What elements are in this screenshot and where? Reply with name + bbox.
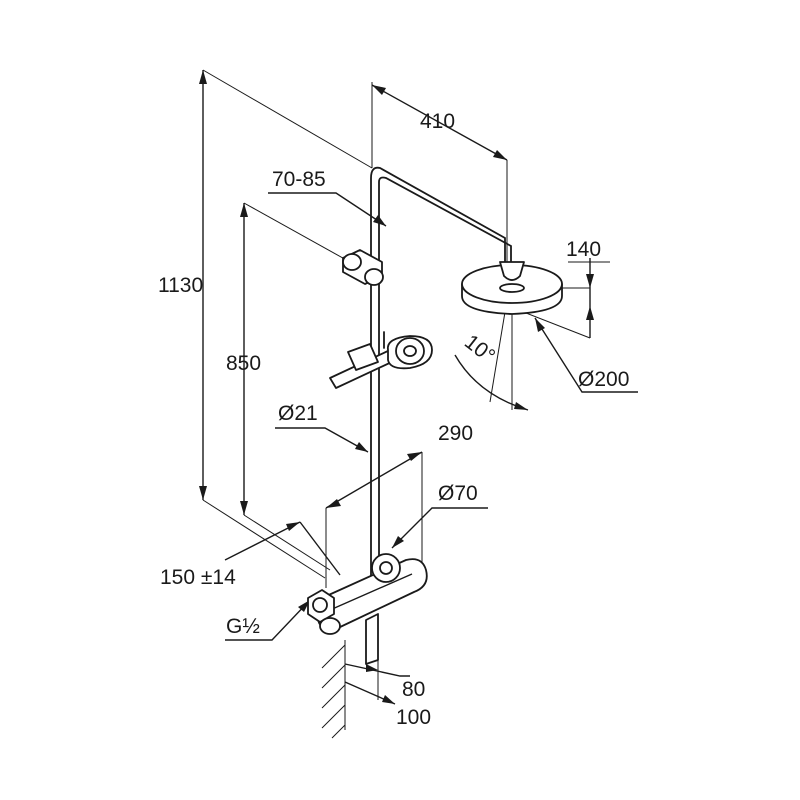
dimension-labels: 410 70-85 1130 140 850 10° Ø200 Ø21 290 … (158, 110, 629, 729)
thermostatic-mixer (307, 553, 428, 665)
extension-lines (202, 69, 591, 700)
label-head-height: 140 (566, 238, 601, 261)
label-head-diameter: Ø200 (578, 368, 629, 391)
hand-shower (329, 331, 433, 389)
wall-hatching (321, 640, 346, 739)
label-head-projection: 410 (420, 110, 455, 133)
label-slider-offset: 70-85 (272, 168, 326, 191)
label-head-tilt: 10° (460, 330, 499, 368)
label-outlet-offset-80: 80 (402, 678, 425, 701)
label-rail-diameter: Ø21 (278, 402, 318, 425)
dimension-lines (199, 70, 638, 705)
label-rail-height: 850 (226, 352, 261, 375)
overhead-shower-head (461, 261, 563, 315)
shower-rail (370, 166, 512, 581)
slider-bracket (342, 249, 384, 286)
label-outlet-offset-100: 100 (396, 706, 431, 729)
label-inlet-centres: 150 ±14 (160, 566, 236, 589)
label-mixer-width: 290 (438, 422, 473, 445)
label-overall-height: 1130 (158, 274, 203, 297)
label-inlet-thread: G½ (226, 615, 260, 638)
label-mixer-diameter: Ø70 (438, 482, 478, 505)
